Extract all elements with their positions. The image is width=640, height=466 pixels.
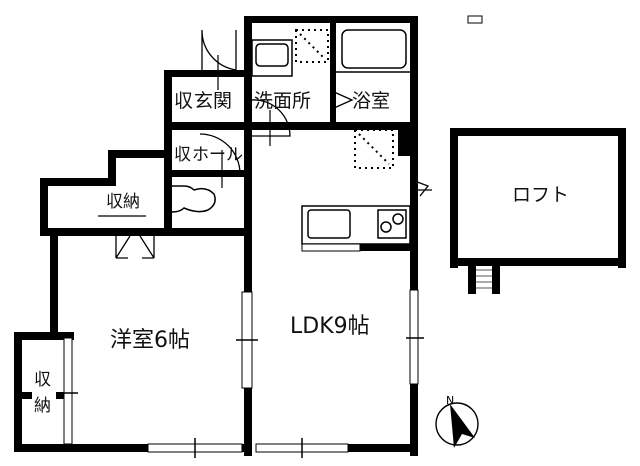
washroom-label: 洗面所 bbox=[254, 90, 312, 112]
window-ticks bbox=[60, 337, 424, 458]
doors bbox=[115, 29, 430, 259]
door-ticks bbox=[98, 55, 432, 217]
hall-storage-label: 収 bbox=[174, 145, 191, 165]
entrance-label: 玄関 bbox=[194, 90, 233, 112]
hall-label: ホール bbox=[192, 145, 243, 165]
lower-storage-label-bottom: 納 bbox=[34, 396, 51, 416]
fixtures bbox=[171, 29, 411, 245]
kitchen-wall-strip bbox=[360, 244, 412, 251]
bathroom-label: 浴室 bbox=[352, 90, 391, 112]
upper-storage-label: 収納 bbox=[106, 192, 140, 212]
walls bbox=[14, 16, 418, 456]
loft-label: ロフト bbox=[512, 184, 570, 206]
western-room-label: 洋室6帖 bbox=[110, 328, 190, 353]
ldk-label: LDK9帖 bbox=[290, 314, 370, 339]
entrance-storage-label: 収 bbox=[174, 90, 194, 112]
loft-ladder bbox=[476, 269, 492, 289]
compass-icon: N bbox=[435, 394, 479, 448]
lower-storage-label-top: 収 bbox=[34, 370, 51, 390]
loft-walls bbox=[450, 128, 626, 294]
svg-text:N: N bbox=[446, 394, 454, 407]
dotted-fixtures bbox=[295, 29, 394, 169]
